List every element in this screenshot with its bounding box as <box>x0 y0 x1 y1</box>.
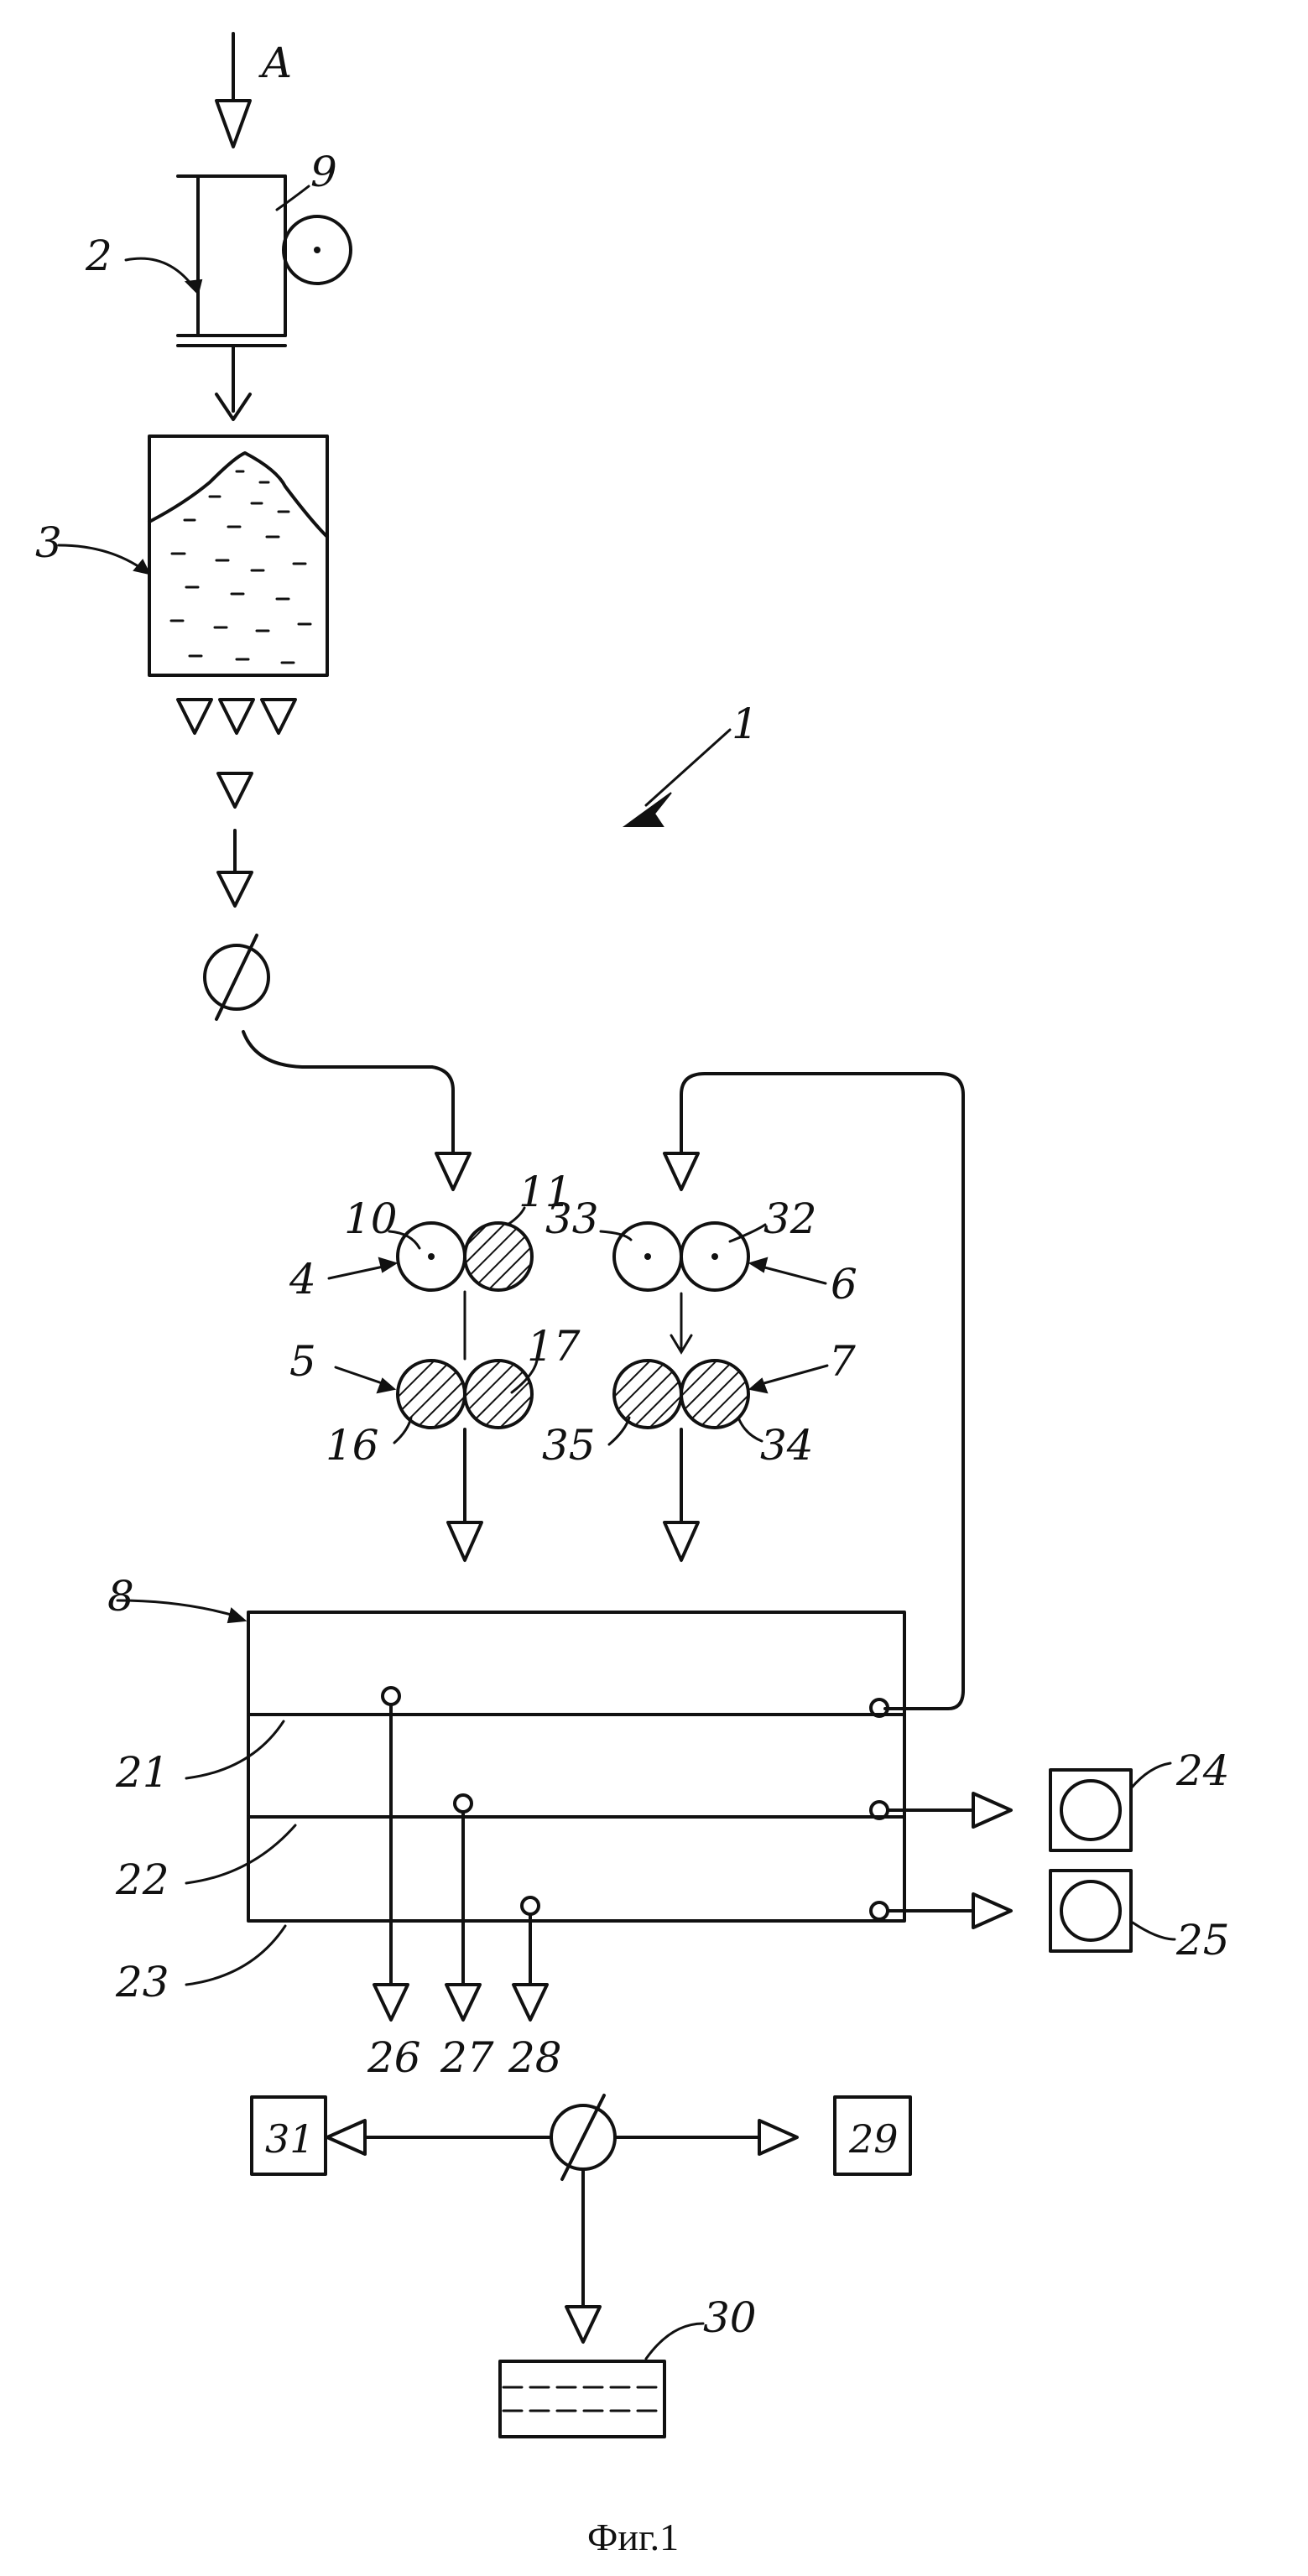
leader-9 <box>277 186 309 210</box>
leader-4-head <box>379 1258 396 1272</box>
label-35: 35 <box>542 1421 596 1470</box>
leader-2 <box>126 258 195 289</box>
leader-22 <box>186 1825 295 1883</box>
label-7: 7 <box>829 1337 856 1386</box>
separation-tank-8 <box>248 1612 904 1921</box>
unit-2-container <box>178 176 285 346</box>
silo-outlets <box>178 700 295 733</box>
leader-6-head <box>750 1258 767 1272</box>
arrow-to-29 <box>759 2121 797 2154</box>
roller-pair-5 <box>398 1361 532 1428</box>
label-4: 4 <box>289 1255 316 1304</box>
label-input-a: A <box>258 39 292 87</box>
leader-7-head <box>750 1379 767 1392</box>
label-6: 6 <box>831 1260 857 1309</box>
label-33: 33 <box>545 1194 599 1243</box>
leader-25 <box>1133 1923 1175 1939</box>
roller-pair-4 <box>398 1223 532 1290</box>
leader-21 <box>186 1721 284 1778</box>
outlet-27 <box>446 1795 480 2020</box>
label-17: 17 <box>527 1322 581 1371</box>
system-pointer-1 <box>625 730 730 826</box>
input-arrow <box>216 34 250 147</box>
leader-24 <box>1131 1763 1170 1788</box>
silo-3 <box>149 436 327 675</box>
label-30: 30 <box>703 2293 757 2342</box>
label-23: 23 <box>115 1958 169 2006</box>
label-31: 31 <box>265 2116 315 2162</box>
figure-caption: Фиг.1 <box>587 2516 679 2558</box>
label-34: 34 <box>760 1421 814 1470</box>
leader-32 <box>730 1225 765 1241</box>
arrow-into-6 <box>664 1153 698 1189</box>
label-10: 10 <box>344 1194 398 1243</box>
roller-pair-7 <box>614 1361 748 1428</box>
flow-line-to-4 <box>243 1032 453 1153</box>
container-30 <box>500 2361 664 2437</box>
label-26: 26 <box>367 2033 421 2082</box>
label-21: 21 <box>115 1748 169 1797</box>
label-25: 25 <box>1175 1916 1230 1965</box>
leader-8-head <box>228 1609 245 1622</box>
arrow-to-30 <box>566 2307 600 2342</box>
leader-2-head <box>186 280 201 294</box>
label-29: 29 <box>848 2116 899 2162</box>
label-9: 9 <box>310 148 337 196</box>
leader-30 <box>646 2324 703 2359</box>
leader-5-head <box>378 1379 394 1392</box>
label-5: 5 <box>289 1337 316 1386</box>
leader-3-head <box>134 560 149 574</box>
leader-34 <box>738 1418 762 1441</box>
label-32: 32 <box>763 1194 817 1243</box>
link-6-7 <box>671 1293 691 1352</box>
receiver-25 <box>1050 1871 1131 1951</box>
leader-23 <box>186 1926 285 1985</box>
label-22: 22 <box>115 1855 169 1904</box>
flow-into-tank-left <box>448 1429 482 1560</box>
arrow-into-4 <box>436 1153 470 1189</box>
arrow-to-31 <box>327 2121 365 2154</box>
outlet-26 <box>374 1688 408 2020</box>
label-27: 27 <box>440 2033 494 2082</box>
flow-divider-upper <box>205 935 268 1019</box>
outlet-28 <box>513 1897 547 2020</box>
transfer-chain <box>218 773 252 906</box>
leader-8 <box>117 1600 240 1617</box>
element-9-wheel <box>284 216 351 284</box>
flow-divider-lower <box>365 2095 759 2307</box>
leader-16 <box>394 1418 411 1443</box>
label-system-1: 1 <box>732 700 758 748</box>
roller-pair-6 <box>614 1223 748 1290</box>
label-16: 16 <box>326 1421 379 1470</box>
label-3: 3 <box>35 518 62 567</box>
label-24: 24 <box>1175 1746 1230 1795</box>
leader-6 <box>755 1265 826 1283</box>
label-8: 8 <box>107 1572 134 1621</box>
outlet-to-24 <box>871 1793 1011 1827</box>
label-28: 28 <box>508 2033 562 2082</box>
leader-7 <box>755 1366 827 1386</box>
arrow-2-to-3 <box>216 346 250 419</box>
flow-into-tank-right <box>664 1429 698 1560</box>
receiver-24 <box>1050 1770 1131 1850</box>
leader-3 <box>59 545 144 570</box>
label-2: 2 <box>85 232 112 280</box>
